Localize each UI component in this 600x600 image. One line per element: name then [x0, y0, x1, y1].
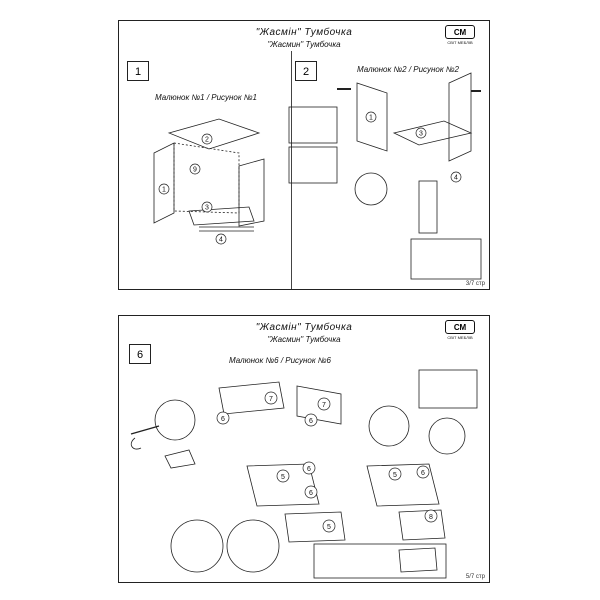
logo-mark: СМ — [445, 25, 475, 39]
detail-frame-1 — [288, 106, 338, 144]
part-label: 1 — [162, 187, 166, 194]
sheet-subtitle: "Жасмин" Тумбочка — [267, 335, 341, 344]
part-label: 7 — [322, 402, 326, 409]
figure-caption-2: Малюнок №2 / Рисунок №2 — [357, 65, 459, 74]
part-label: 5 — [327, 524, 331, 531]
detail-circle-c — [226, 519, 280, 573]
part-label: 2 — [205, 137, 209, 144]
part-label: 8 — [429, 514, 433, 521]
detail-circle-b — [170, 519, 224, 573]
logo-text: СВІТ МЕБЛІВ — [447, 40, 473, 45]
detail-frame-a — [418, 369, 478, 409]
part-label: 6 — [309, 418, 313, 425]
part-label: 9 — [193, 167, 197, 174]
small-drawer — [398, 547, 438, 573]
step-number-1: 1 — [127, 61, 149, 81]
part-label: 5 — [393, 472, 397, 479]
cam-detail — [354, 172, 388, 206]
side-panel — [356, 82, 388, 152]
section-divider — [291, 51, 292, 289]
sheet-title: "Жасмін" Тумбочка — [255, 27, 353, 38]
logo-text: СВІТ МЕБЛІВ — [447, 335, 473, 340]
assembly-drawing-6: 7 6 7 6 5 6 6 5 6 8 5 — [130, 369, 478, 579]
logo-mark: СМ — [445, 320, 475, 334]
part-label: 3 — [205, 205, 209, 212]
part-label: 6 — [421, 470, 425, 477]
part-label: 4 — [454, 175, 458, 182]
part-label: 6 — [307, 466, 311, 473]
part-label: 7 — [269, 396, 273, 403]
bottom-board — [392, 120, 473, 146]
page-number: 3/7 стр — [465, 281, 485, 287]
drawer-box-1 — [246, 463, 320, 507]
figure-caption-1: Малюнок №1 / Рисунок №1 — [155, 93, 257, 102]
brand-logo: СМ СВІТ МЕБЛІВ — [445, 320, 475, 340]
right-side-panel — [448, 72, 472, 162]
side-panel-right — [238, 158, 265, 227]
screw-detail — [154, 399, 196, 441]
knob-detail — [428, 417, 466, 455]
brand-logo: СМ СВІТ МЕБЛІВ — [445, 25, 475, 45]
instruction-sheet-2: "Жасмін" Тумбочка "Жасмин" Тумбочка СМ С… — [118, 315, 490, 583]
part-label: 3 — [419, 131, 423, 138]
detail-circle-a — [368, 405, 410, 447]
detail-frame-3 — [410, 238, 482, 280]
hammer-detail — [164, 449, 196, 469]
top-panel — [167, 118, 261, 150]
drawer-front-2 — [398, 509, 446, 541]
step-number-6: 6 — [129, 344, 151, 364]
part-label: 4 — [219, 237, 223, 244]
part-label: 6 — [221, 416, 225, 423]
detail-frame-2 — [288, 146, 338, 184]
bottom-panel — [188, 206, 255, 226]
assembly-drawing-1: 2 9 1 3 4 1 3 4 — [153, 72, 482, 280]
sheet-subtitle: "Жасмин" Тумбочка — [267, 40, 341, 49]
drawer-box-2 — [366, 463, 440, 507]
page-number: 5/7 стр — [465, 574, 485, 580]
figure-caption-6: Малюнок №6 / Рисунок №6 — [229, 356, 331, 365]
part-label: 5 — [281, 474, 285, 481]
instruction-sheet-1: "Жасмін" Тумбочка "Жасмин" Тумбочка СМ С… — [118, 20, 490, 290]
part-label: 1 — [369, 115, 373, 122]
drawer-side — [296, 385, 342, 425]
drawer-front-1 — [284, 511, 346, 543]
side-panel-left — [153, 142, 175, 224]
drawer-back — [218, 381, 285, 415]
sheet-title: "Жасмін" Тумбочка — [255, 322, 353, 333]
step-number-2: 2 — [295, 61, 317, 81]
part-label: 6 — [309, 490, 313, 497]
detail-frame-b — [313, 543, 447, 579]
dowel-detail — [418, 180, 438, 234]
